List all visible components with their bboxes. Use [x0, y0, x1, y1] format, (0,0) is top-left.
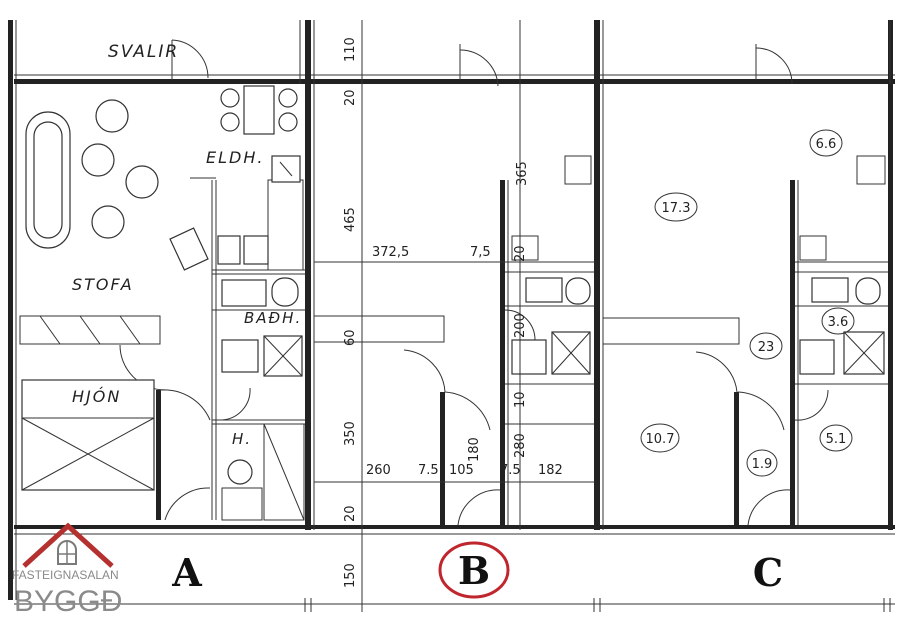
- unit-letter-b: B: [458, 548, 490, 593]
- dim-20-bottom: 20: [343, 505, 358, 522]
- logo-line1: FASTEIGNASALAN: [12, 568, 119, 582]
- dim-465: 465: [343, 207, 358, 232]
- dim-110: 110: [343, 37, 358, 62]
- unit-b-highlight: B: [438, 541, 510, 599]
- room-areas-c: 17.3 6.6 3.6 23 10.7 1.9 5.1: [640, 129, 855, 477]
- room-label-svalir: SVALIR: [108, 42, 179, 62]
- dim-260: 260: [366, 463, 391, 478]
- house-roof-icon: [22, 522, 114, 568]
- area-17-3: 17.3: [662, 201, 691, 216]
- dim-372-5: 372,5: [372, 245, 409, 260]
- room-label-badh: BAÐH.: [244, 309, 302, 327]
- outer-walls: [8, 20, 895, 612]
- dim-182: 182: [538, 463, 563, 478]
- area-1-9: 1.9: [752, 457, 773, 472]
- area-10-7: 10.7: [646, 432, 675, 447]
- realtor-logo: FASTEIGNASALAN BYGGÐ: [12, 522, 122, 618]
- dim-150: 150: [343, 563, 358, 588]
- dim-10: 10: [513, 391, 528, 408]
- room-label-eldh: ELDH.: [206, 148, 264, 167]
- room-label-stofa: STOFA: [72, 275, 134, 294]
- unit-b-walls: [313, 20, 594, 534]
- logo-line2: BYGGÐ: [14, 585, 122, 618]
- area-6-6: 6.6: [816, 137, 837, 152]
- dim-180: 180: [467, 437, 482, 462]
- dim-280: 280: [513, 433, 528, 458]
- dim-7-5-b: 7.5: [500, 463, 521, 478]
- unit-c-walls: [602, 44, 888, 526]
- unit-letter-a: A: [171, 550, 202, 595]
- dim-20-mid: 20: [513, 245, 528, 262]
- dim-7-5-a: 7.5: [418, 463, 439, 478]
- dim-60: 60: [343, 329, 358, 346]
- area-3-6: 3.6: [828, 315, 849, 330]
- dim-7-5-mid: 7,5: [470, 245, 491, 260]
- area-5-1: 5.1: [826, 432, 847, 447]
- unit-a-walls: [19, 39, 305, 521]
- window-icon: [57, 540, 77, 565]
- room-label-hjon: HJÓN: [72, 387, 121, 406]
- dim-350: 350: [343, 421, 358, 446]
- dim-20-top: 20: [343, 89, 358, 106]
- dim-365: 365: [515, 161, 530, 186]
- unit-letter-c: C: [753, 550, 783, 595]
- dim-105: 105: [449, 463, 474, 478]
- area-23: 23: [758, 340, 775, 355]
- dim-200: 200: [513, 313, 528, 338]
- dimension-labels-b: 110 20 465 365 372,5 7,5 20 60 200 10 35…: [343, 37, 563, 588]
- room-label-h: H.: [232, 430, 252, 448]
